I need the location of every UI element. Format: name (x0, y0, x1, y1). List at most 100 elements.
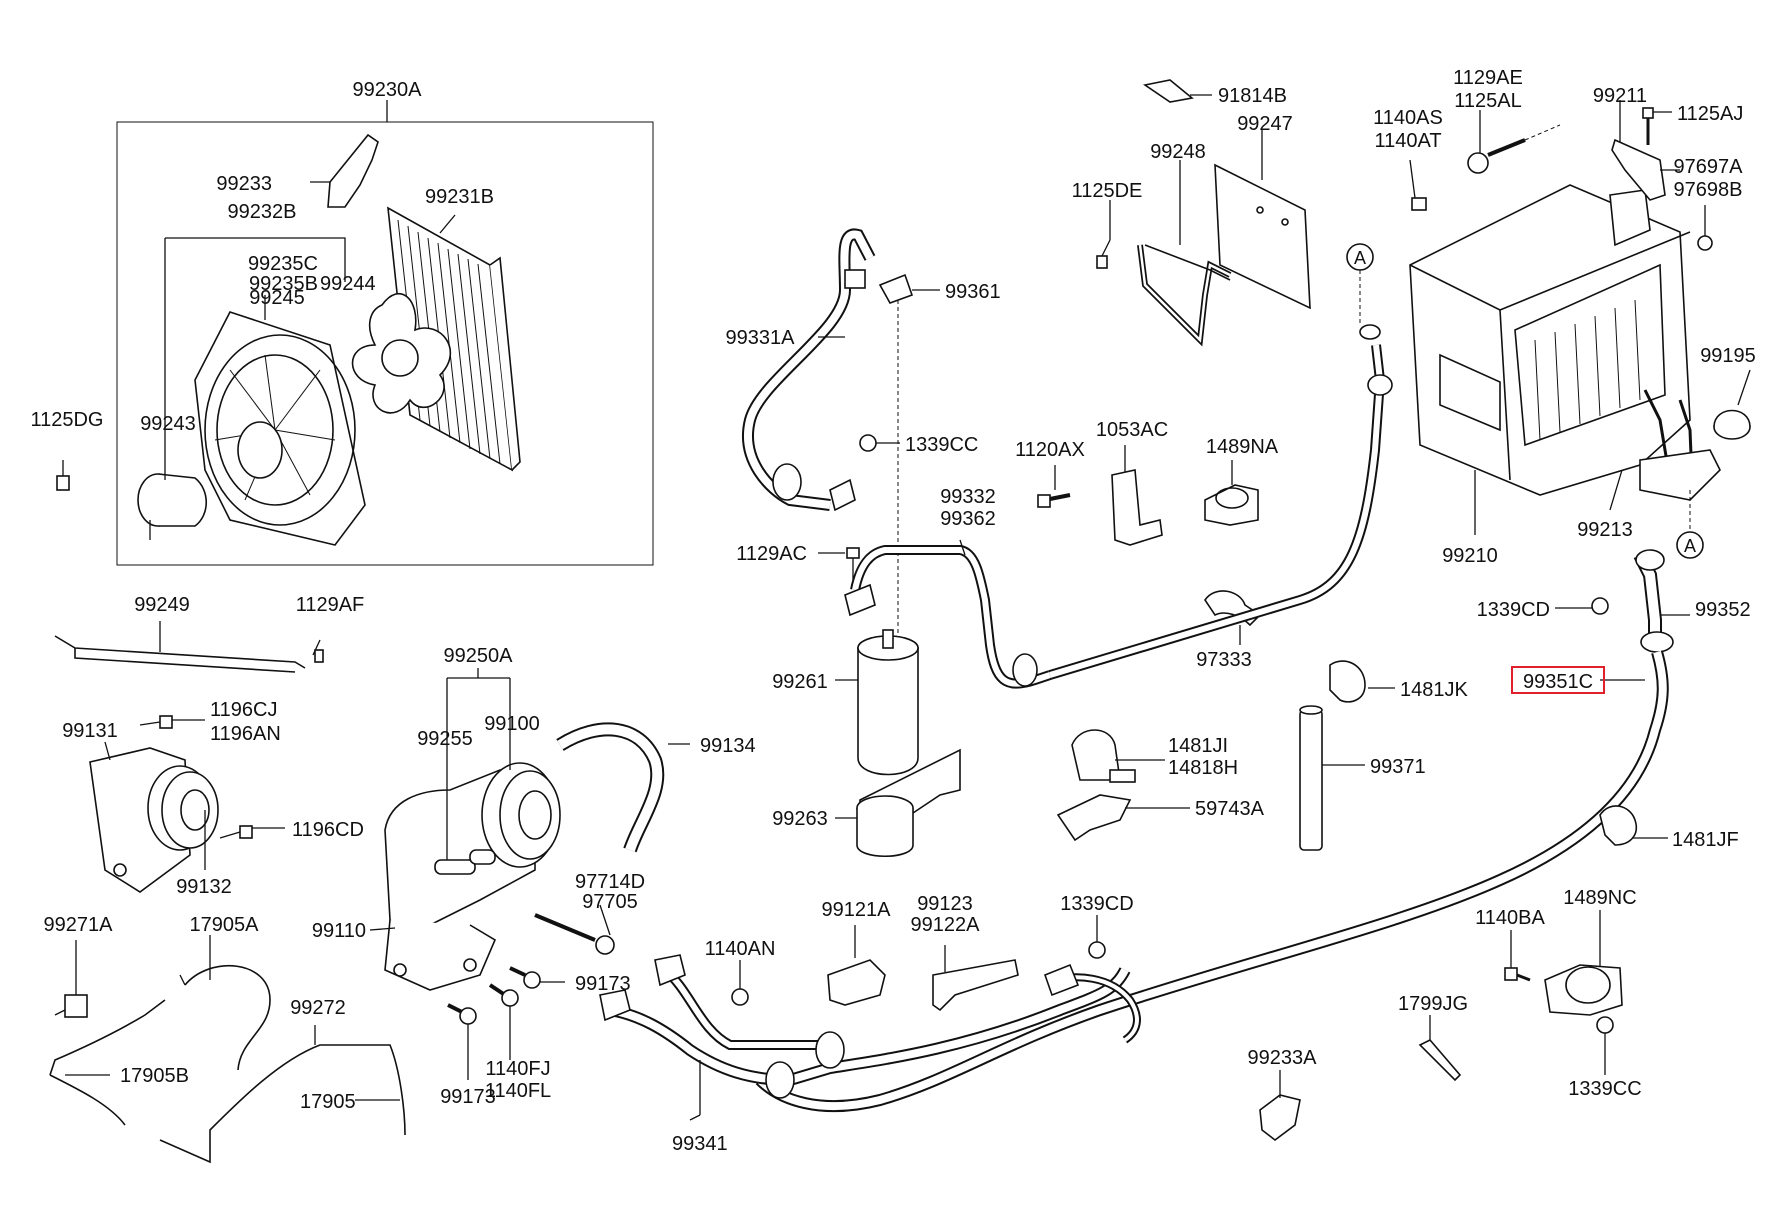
label-99235C: 99235C (248, 253, 318, 275)
grommet-1489NC (1544, 910, 1623, 1016)
bracket-99263 (856, 748, 961, 858)
label-99245: 99245 (249, 287, 305, 309)
label-99272: 99272 (290, 997, 346, 1019)
pipe-99352 (1633, 549, 1674, 653)
label-99351C: 99351C (1523, 671, 1593, 693)
label-97714D: 97714D (575, 871, 645, 893)
pipe-99332-right (1012, 324, 1393, 687)
bracket-99121A (827, 925, 886, 1006)
label-99352: 99352 (1695, 599, 1751, 621)
label-99361: 99361 (945, 281, 1001, 303)
label-99134: 99134 (700, 735, 756, 757)
label-1140AT: 1140AT (1374, 130, 1441, 152)
label-99341: 99341 (672, 1133, 728, 1155)
nut-1339CC-top (859, 434, 877, 452)
bracket-99248 (1137, 244, 1232, 347)
label-1053AC: 1053AC (1096, 419, 1168, 441)
label-1140BA: 1140BA (1475, 907, 1545, 929)
bolt-1125DE (1096, 200, 1111, 269)
label-99110: 99110 (312, 920, 366, 942)
part-labels: 99230A 99233 99232B 99231B 99235C 99235B… (30, 67, 1755, 1155)
bolt-99173-right (509, 966, 541, 989)
label-97697A: 97697A (1674, 156, 1744, 178)
bolt-1129AF (314, 649, 324, 663)
label-1339CC-bottom: 1339CC (1568, 1078, 1641, 1100)
label-99173-bottom: 99173 (440, 1086, 496, 1108)
label-99123: 99123 (917, 893, 973, 915)
fan-motor-99243 (137, 473, 208, 540)
evaporator-unit-99210 (1409, 184, 1721, 501)
label-99271A: 99271A (44, 914, 114, 936)
pipe-99332 (844, 545, 1052, 689)
bolt-1129AC (846, 547, 860, 580)
label-99122A: 99122A (911, 914, 981, 936)
label-97698B: 97698B (1674, 179, 1743, 201)
bolt-1196CJ (139, 715, 173, 729)
bracket-99211 (1611, 100, 1666, 201)
label-1339CD-mid: 1339CD (1060, 893, 1133, 915)
sensor-99271A (54, 940, 88, 1018)
label-1481JK: 1481JK (1400, 679, 1468, 701)
label-91814B: 91814B (1218, 85, 1287, 107)
label-1129AF: 1129AF (296, 594, 365, 616)
clip-1799JG (1418, 1015, 1462, 1082)
label-1140FJ: 1140FJ (485, 1058, 550, 1080)
nut-1339CD-mid (1088, 915, 1106, 959)
bolt-1125AJ (1642, 107, 1654, 145)
plug-99195 (1713, 369, 1751, 440)
label-17905B: 17905B (120, 1065, 189, 1087)
clamp-1481JK (1329, 660, 1366, 703)
rod-99249 (54, 635, 306, 669)
clamp-1481JI (1071, 729, 1136, 783)
highlight-99351C (1511, 666, 1605, 694)
compressor-99110 (384, 762, 561, 991)
label-1140FL: 1140FL (485, 1080, 551, 1102)
pipe-1339CD-mid (1043, 963, 1141, 1044)
label-17905A: 17905A (190, 914, 260, 936)
label-99100: 99100 (484, 713, 540, 735)
label-99362: 99362 (940, 508, 996, 530)
bolt-1120AX (1037, 465, 1071, 508)
label-1125DG: 1125DG (30, 409, 103, 431)
nut-1339CC-bottom (1596, 1016, 1614, 1075)
label-99255: 99255 (417, 728, 473, 750)
label-99233: 99233 (216, 173, 272, 195)
bolt-1129AE (1467, 110, 1526, 174)
hose-17905B (49, 999, 166, 1076)
bolt-97714D (534, 913, 615, 955)
label-99331A: 99331A (726, 327, 796, 349)
label-1481JI: 1481JI (1168, 735, 1228, 757)
hose-99331A (742, 228, 876, 512)
label-99371: 99371 (1370, 756, 1426, 778)
fan-shroud-99245 (194, 311, 366, 546)
connector-a-bottom (1676, 531, 1704, 559)
nut-1140AN (731, 960, 749, 1006)
bolt-1140BA (1504, 930, 1531, 982)
bracket-99233 (327, 133, 379, 208)
label-99195: 99195 (1700, 345, 1756, 367)
label-1196CJ: 1196CJ (210, 699, 277, 721)
bracket-59743A (1056, 794, 1132, 842)
bolt-1196CD (219, 825, 253, 839)
clamp-1481JF (1599, 805, 1637, 846)
hose-99351C (755, 650, 1669, 1113)
label-1196CD: 1196CD (292, 819, 364, 841)
nut-97698B (1697, 205, 1713, 251)
label-99250A: 99250A (444, 645, 514, 667)
hose-99341 (599, 954, 1131, 1099)
label-1489NA: 1489NA (1206, 436, 1279, 458)
bolt-1125DG (56, 460, 70, 491)
fan-assembly-frame (116, 121, 654, 566)
receiver-drier-99261 (857, 629, 919, 776)
connector-a-top-text: A (1354, 248, 1366, 268)
label-99263: 99263 (772, 808, 828, 830)
label-99233A: 99233A (1248, 1047, 1318, 1069)
label-97705: 97705 (582, 891, 638, 913)
label-99235B: 99235B (249, 273, 318, 295)
bracket-1053AC (1111, 445, 1163, 546)
plate-99247 (1214, 163, 1311, 310)
label-1339CC-top: 1339CC (905, 434, 978, 456)
label-99332: 99332 (940, 486, 996, 508)
label-1120AX: 1120AX (1015, 439, 1085, 461)
